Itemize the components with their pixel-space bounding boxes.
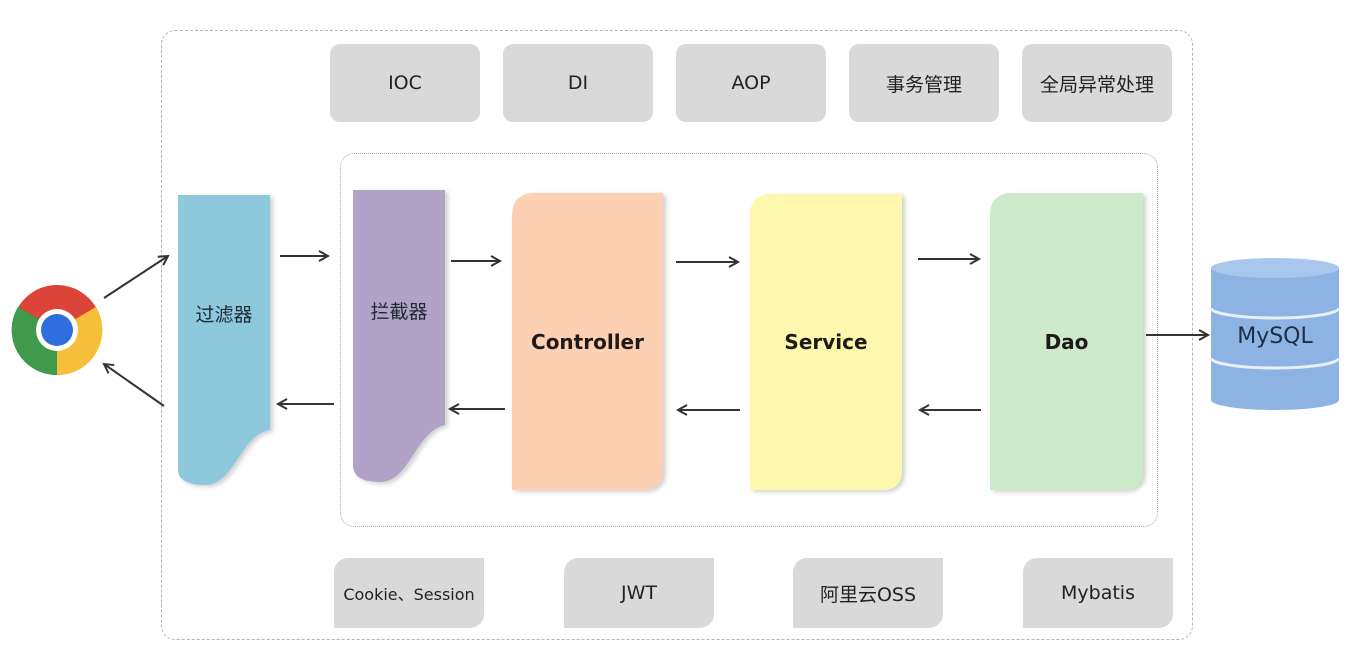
tech-global-exception-handling: 全局异常处理 [1022, 44, 1172, 122]
chrome-browser-icon [11, 285, 103, 376]
controller-label: Controller [531, 330, 644, 354]
tech-cookie-session: Cookie、Session [334, 558, 484, 628]
tech-aop: AOP [676, 44, 826, 122]
mysql-label: MySQL [1237, 323, 1313, 349]
interceptor-shape [353, 190, 445, 482]
interceptor-label: 拦截器 [370, 300, 428, 323]
service-shape [750, 194, 902, 490]
dao-label: Dao [1044, 330, 1089, 354]
core-layers-boundary [340, 153, 1158, 527]
mysql-database-icon [1209, 258, 1341, 410]
tech-ioc: IOC [330, 44, 480, 122]
filter-label: 过滤器 [195, 303, 253, 326]
controller-shape [512, 193, 663, 490]
tech-aliyun-oss: 阿里云OSS [793, 558, 943, 628]
tech-jwt: JWT [564, 558, 714, 628]
tech-transaction-management: 事务管理 [849, 44, 999, 122]
tech-di: DI [503, 44, 653, 122]
arrow-filter-to-browser [102, 362, 165, 407]
service-label: Service [784, 330, 868, 354]
tech-mybatis: Mybatis [1023, 558, 1173, 628]
arrow-browser-to-filter [103, 254, 170, 299]
dao-shape [990, 193, 1143, 490]
filter-shape [178, 195, 270, 485]
